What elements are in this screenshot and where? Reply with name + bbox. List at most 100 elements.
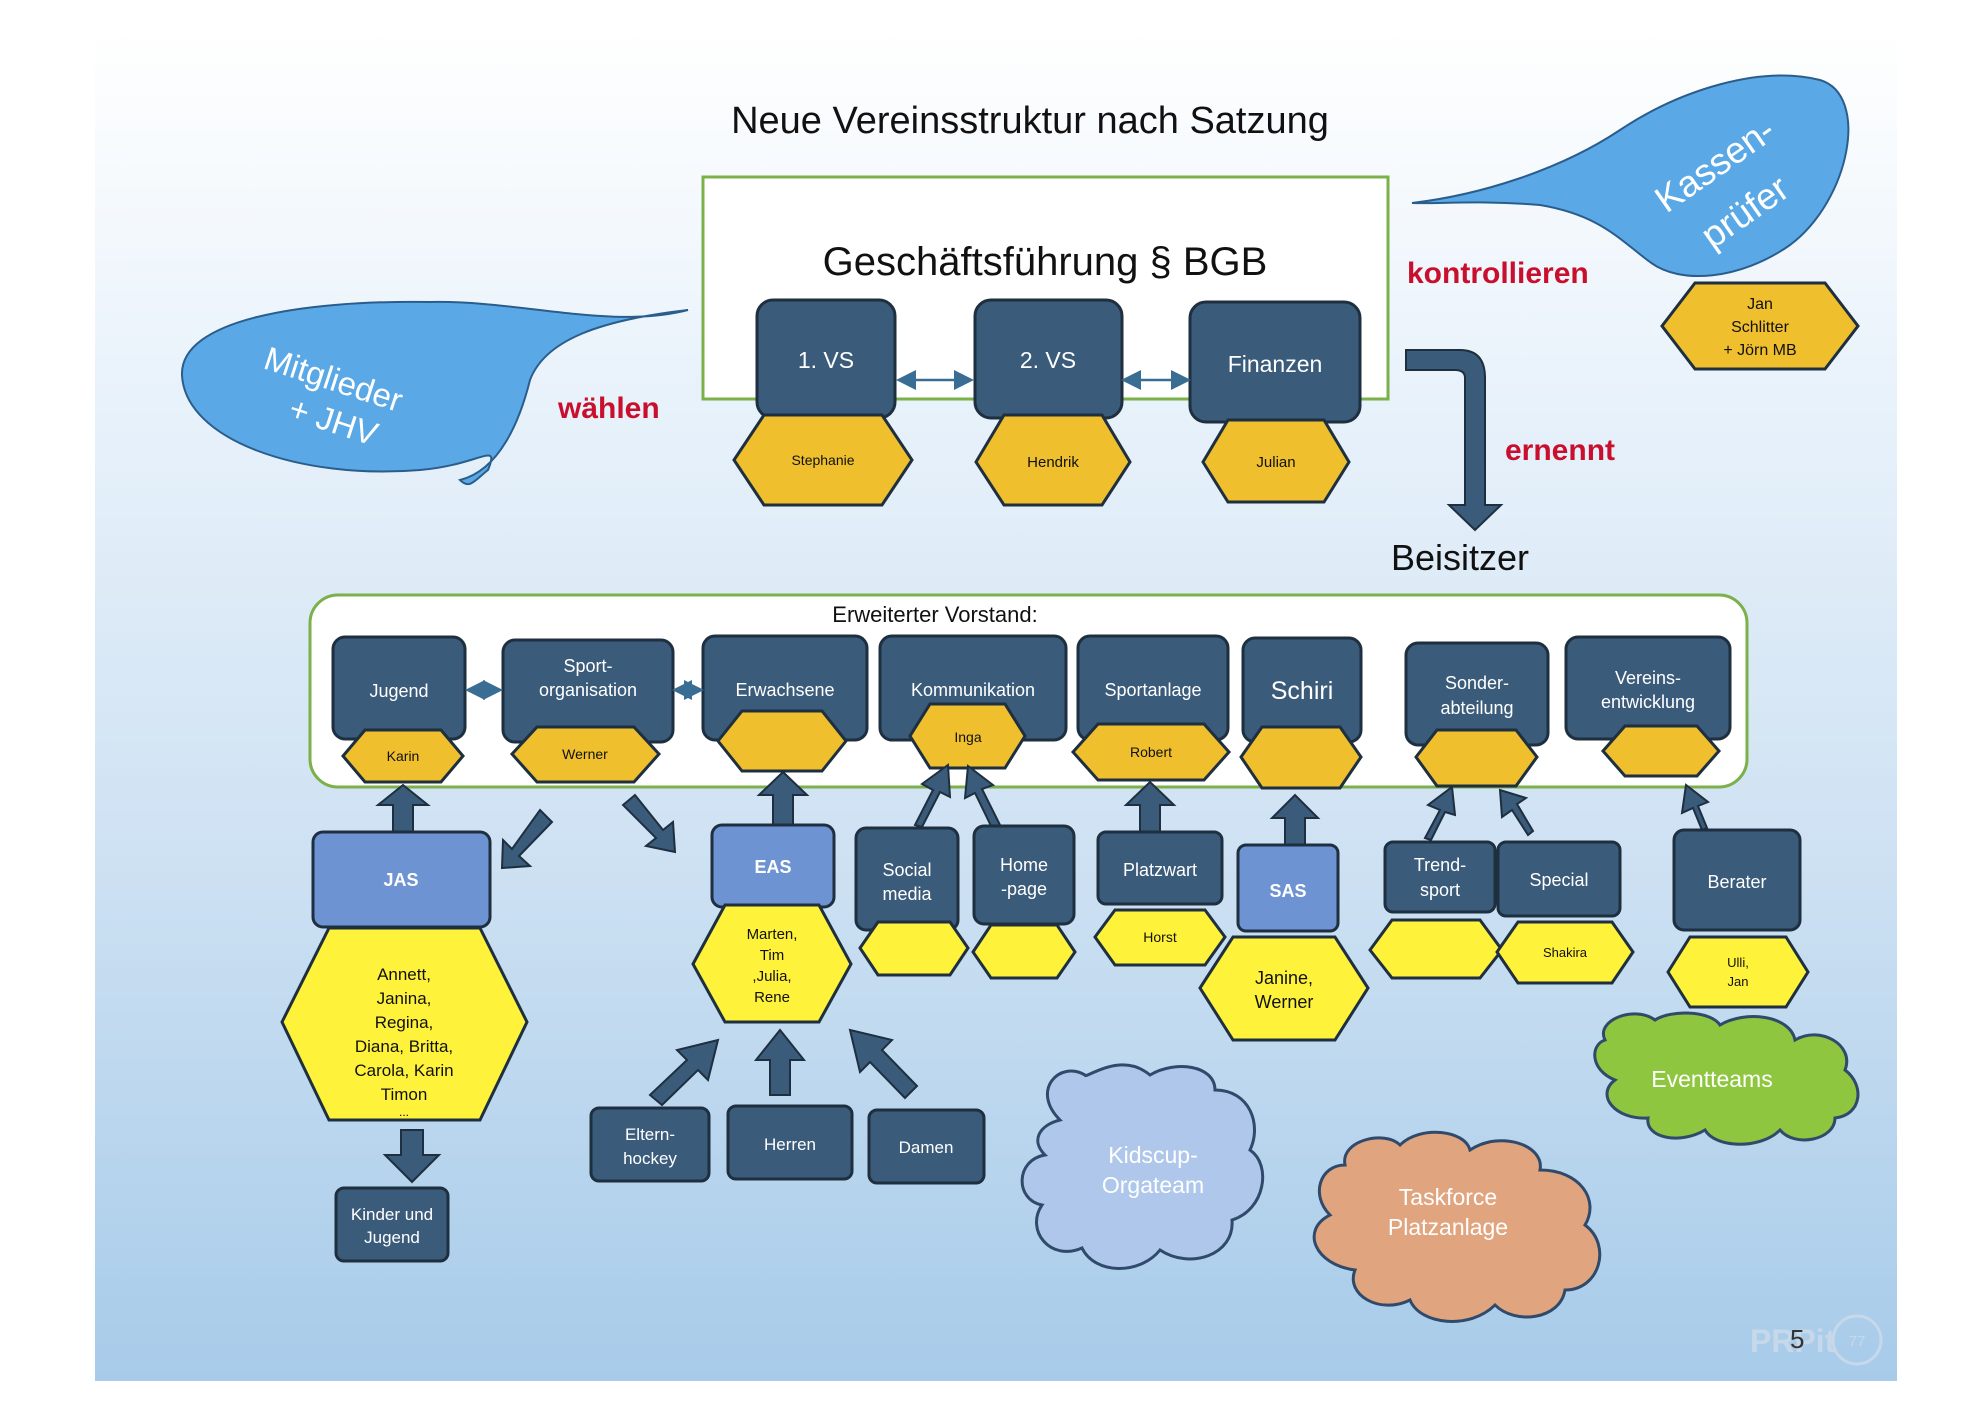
svg-text:Sport-: Sport- bbox=[563, 656, 612, 676]
svg-text:organisation: organisation bbox=[539, 680, 637, 700]
svg-text:Regina,: Regina, bbox=[375, 1013, 434, 1032]
svg-text:JAS: JAS bbox=[383, 870, 418, 890]
hex-schiri-empty bbox=[1239, 725, 1363, 790]
svg-text:Annett,: Annett, bbox=[377, 965, 431, 984]
hex-kassen-names: Jan Schlitter + Jörn MB bbox=[1660, 281, 1860, 371]
ev-title: Erweiterter Vorstand: bbox=[832, 602, 1037, 627]
svg-text:Platzanlage: Platzanlage bbox=[1388, 1214, 1508, 1240]
hex-sas-names: Janine, Werner bbox=[1198, 935, 1370, 1042]
svg-text:1. VS: 1. VS bbox=[798, 347, 854, 373]
damen-node: Damen bbox=[867, 1108, 986, 1185]
ev-sportorganisation: Sport- organisation bbox=[501, 638, 675, 744]
hex-homepage-empty bbox=[971, 923, 1077, 980]
svg-text:Jugend: Jugend bbox=[369, 681, 428, 701]
svg-text:Stephanie: Stephanie bbox=[791, 452, 854, 468]
hex-horst: Horst bbox=[1093, 908, 1227, 967]
hex-julian: Julian bbox=[1201, 418, 1351, 504]
svg-text:SAS: SAS bbox=[1269, 881, 1306, 901]
svg-text:Karin: Karin bbox=[387, 748, 420, 764]
hex-inga: Inga bbox=[908, 702, 1027, 770]
berater-node: Berater bbox=[1672, 828, 1802, 932]
svg-text:Julian: Julian bbox=[1256, 454, 1295, 471]
svg-text:Kidscup-: Kidscup- bbox=[1108, 1142, 1197, 1168]
svg-text:Orgateam: Orgateam bbox=[1102, 1172, 1204, 1198]
svg-text:Herren: Herren bbox=[764, 1135, 816, 1154]
herren-node: Herren bbox=[726, 1104, 854, 1181]
svg-text:Schiri: Schiri bbox=[1271, 677, 1334, 705]
hex-sonder-empty bbox=[1414, 728, 1539, 788]
hex-hendrik: Hendrik bbox=[974, 413, 1132, 507]
label-kontrollieren: kontrollieren bbox=[1407, 257, 1589, 290]
svg-text:Rene: Rene bbox=[754, 989, 790, 1006]
hex-social-empty bbox=[858, 920, 970, 977]
hex-berater-names: Ulli, Jan bbox=[1666, 935, 1810, 1009]
svg-text:Home: Home bbox=[1000, 855, 1048, 875]
svg-text:sport: sport bbox=[1420, 880, 1460, 900]
cloud-kidscup: Kidscup- Orgateam bbox=[1020, 1063, 1265, 1270]
eas-node: EAS bbox=[710, 823, 836, 909]
svg-text:Berater: Berater bbox=[1707, 872, 1766, 892]
finanzen-node: Finanzen bbox=[1188, 300, 1362, 424]
svg-text:entwicklung: entwicklung bbox=[1601, 692, 1695, 712]
hex-jas-names: Annett, Janina, Regina, Diana, Britta, C… bbox=[280, 926, 529, 1122]
ernennt-arrow bbox=[1405, 349, 1504, 532]
svg-text:Special: Special bbox=[1529, 870, 1588, 890]
ev-sonderabteilung: Sonder- abteilung bbox=[1404, 641, 1550, 747]
hex-karin: Karin bbox=[341, 728, 465, 784]
hex-erwachsene-empty bbox=[716, 709, 848, 773]
elternhockey-node: Eltern- hockey bbox=[589, 1106, 711, 1183]
special-node: Special bbox=[1496, 840, 1622, 918]
svg-text:Kinder und: Kinder und bbox=[351, 1205, 433, 1224]
vs1-node: 1. VS bbox=[755, 298, 897, 420]
svg-text:Eventteams: Eventteams bbox=[1651, 1066, 1772, 1092]
svg-text:Vereins-: Vereins- bbox=[1615, 668, 1681, 688]
homepage-node: Home -page bbox=[972, 824, 1076, 926]
svg-text:media: media bbox=[882, 884, 932, 904]
cloud-eventteams: Eventteams bbox=[1593, 1011, 1860, 1146]
svg-text:Jugend: Jugend bbox=[364, 1228, 420, 1247]
svg-text:Janina,: Janina, bbox=[377, 989, 432, 1008]
kassen-bubble: Kassen- prüfer bbox=[1411, 74, 1850, 277]
hex-shakira: Shakira bbox=[1495, 920, 1635, 985]
page-title: Neue Vereinsstruktur nach Satzung bbox=[731, 100, 1329, 142]
trendsport-node: Trend- sport bbox=[1383, 840, 1497, 914]
svg-text:Jan: Jan bbox=[1747, 296, 1773, 313]
svg-text:Werner: Werner bbox=[1255, 992, 1314, 1012]
footer-logo: PRPit bbox=[1750, 1323, 1836, 1359]
hex-robert: Robert bbox=[1070, 722, 1232, 782]
svg-text:2. VS: 2. VS bbox=[1020, 347, 1076, 373]
svg-text:+ Jörn MB: + Jörn MB bbox=[1723, 342, 1796, 359]
svg-text:Sportanlage: Sportanlage bbox=[1104, 680, 1201, 700]
hex-werner: Werner bbox=[509, 725, 662, 784]
gf-title: Geschäftsführung § BGB bbox=[823, 240, 1268, 284]
svg-text:Ulli,: Ulli, bbox=[1727, 955, 1749, 970]
svg-text:Werner: Werner bbox=[562, 746, 608, 762]
ev-sportanlage: Sportanlage bbox=[1076, 634, 1230, 742]
svg-text:...: ... bbox=[399, 1105, 409, 1119]
block-arrows bbox=[375, 763, 1710, 1184]
svg-text:Carola, Karin: Carola, Karin bbox=[354, 1061, 453, 1080]
svg-text:-page: -page bbox=[1001, 879, 1047, 899]
svg-text:Finanzen: Finanzen bbox=[1228, 351, 1323, 377]
beisitzer-label: Beisitzer bbox=[1391, 537, 1529, 578]
jas-node: JAS bbox=[311, 830, 492, 929]
svg-text:Inga: Inga bbox=[954, 729, 981, 745]
svg-text:Janine,: Janine, bbox=[1255, 968, 1313, 988]
ev-jugend: Jugend bbox=[331, 635, 467, 741]
svg-text:Timon: Timon bbox=[381, 1085, 428, 1104]
label-ernennt: ernennt bbox=[1505, 434, 1615, 467]
members-bubble: Mitglieder + JHV bbox=[180, 300, 689, 486]
svg-text:Erwachsene: Erwachsene bbox=[735, 680, 834, 700]
vs2-node: 2. VS bbox=[973, 298, 1124, 420]
hex-trend-empty bbox=[1368, 918, 1504, 980]
footer-circle bbox=[1831, 1314, 1883, 1366]
svg-text:abteilung: abteilung bbox=[1440, 698, 1513, 718]
svg-text:EAS: EAS bbox=[754, 857, 791, 877]
footer-num: 77 bbox=[1849, 1333, 1866, 1350]
hex-verein-empty bbox=[1601, 724, 1721, 778]
kinder-jugend-node: Kinder und Jugend bbox=[334, 1186, 450, 1263]
sas-node: SAS bbox=[1236, 843, 1340, 933]
cloud-taskforce: Taskforce Platzanlage bbox=[1312, 1130, 1602, 1323]
hex-stephanie: Stephanie bbox=[732, 413, 914, 507]
